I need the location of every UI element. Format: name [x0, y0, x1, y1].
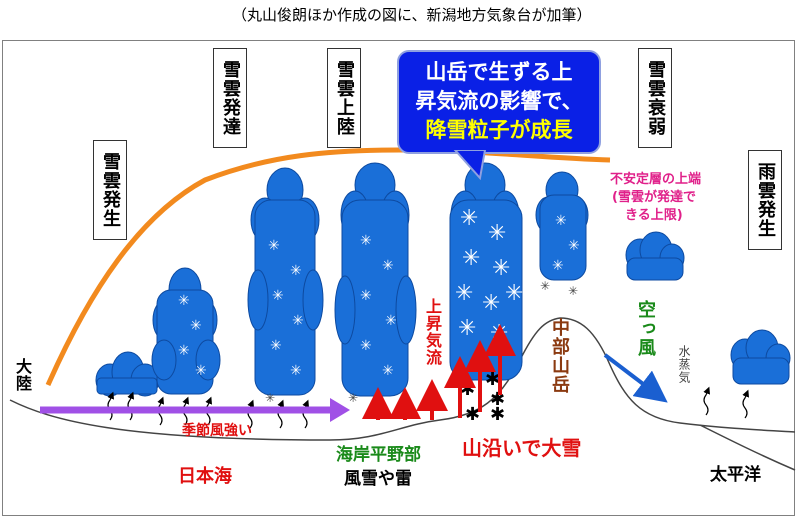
svg-text:✱: ✱: [460, 379, 475, 400]
svg-text:✳: ✳: [270, 338, 282, 354]
seabed-line: [699, 424, 796, 471]
updraft-arrows: [362, 324, 516, 420]
svg-text:✳: ✳: [348, 391, 358, 405]
cloud-tall-5: [449, 162, 523, 381]
cloud-8: [730, 329, 791, 385]
svg-text:✳: ✳: [458, 316, 476, 341]
svg-text:✳: ✳: [482, 291, 500, 316]
svg-text:✳: ✳: [385, 313, 397, 329]
unstable-layer-title: 不安定層の上端: [610, 172, 702, 187]
unstable-layer-note-2: きる上限): [625, 208, 683, 223]
sea-of-japan-label: 日本海: [178, 466, 232, 487]
updraft-label: 上昇気流: [423, 298, 442, 366]
callout-line-2: 昇気流の影響で、: [415, 89, 583, 113]
coastal-plain-label: 海岸平野部: [336, 445, 421, 465]
svg-text:✳: ✳: [190, 318, 202, 334]
continent-label: 大陸: [13, 358, 32, 392]
dry-wind-label: 空っ風: [635, 300, 656, 357]
svg-text:✳: ✳: [272, 288, 284, 304]
svg-text:✳: ✳: [360, 338, 372, 354]
svg-text:✳: ✳: [488, 221, 506, 246]
stage-label-s1: 雪雲発生: [93, 140, 127, 240]
dry-wind-arrow: [603, 353, 668, 403]
svg-text:✳: ✳: [178, 293, 190, 309]
svg-text:✳: ✳: [455, 281, 473, 306]
stage-label-s5: 雨雲発生: [748, 150, 782, 250]
cloud-7: [625, 231, 685, 281]
stage-label-s4: 雪雲衰弱: [638, 48, 672, 148]
cloud-tall-3: [247, 167, 324, 396]
svg-text:✱: ✱: [485, 369, 500, 390]
mountains-label: 中部山岳: [549, 318, 570, 394]
svg-text:✳: ✳: [505, 281, 523, 306]
callout-pointer: [453, 150, 487, 180]
cloud-medium-2: [151, 267, 221, 395]
svg-text:✱: ✱: [490, 404, 505, 425]
unstable-layer-note-1: (雪雲が発達で: [612, 190, 696, 205]
pacific-label: 太平洋: [710, 465, 761, 485]
svg-text:✳: ✳: [382, 258, 394, 274]
svg-text:✳: ✳: [568, 284, 578, 298]
vapor-label: 水蒸気: [677, 345, 691, 384]
cloud-6: [535, 171, 589, 281]
cloud-tall-4: [334, 162, 417, 397]
mountain-snow-label: 山沿いで大雪: [462, 436, 582, 460]
svg-text:✱: ✱: [465, 404, 480, 425]
svg-text:✳: ✳: [460, 206, 478, 231]
callout-line-1: 山岳で生ずる上: [425, 60, 573, 84]
callout-line-3: 降雪粒子が成長: [425, 118, 573, 142]
figure-caption: （丸山俊朗ほか作成の図に、新潟地方気象台が加筆）: [232, 6, 592, 24]
svg-text:✳: ✳: [540, 279, 550, 293]
svg-text:✳: ✳: [555, 213, 567, 229]
stage-label-s3: 雪雲上陸: [327, 48, 361, 148]
svg-text:✳: ✳: [360, 288, 372, 304]
svg-text:✳: ✳: [462, 246, 480, 271]
diagram-frame: [2, 40, 795, 516]
svg-text:✳: ✳: [292, 313, 304, 329]
stage-label-s2: 雪雲発達: [213, 48, 247, 148]
svg-text:✳: ✳: [195, 363, 207, 379]
svg-text:✳: ✳: [360, 233, 372, 249]
svg-text:✳: ✳: [268, 238, 280, 254]
svg-text:✳: ✳: [290, 363, 302, 379]
svg-text:✳: ✳: [492, 256, 510, 281]
svg-text:✳: ✳: [568, 238, 580, 254]
svg-text:✳: ✳: [178, 343, 190, 359]
svg-text:✳: ✳: [265, 391, 275, 405]
callout-box: 山岳で生ずる上 昇気流の影響で、 降雪粒子が成長: [397, 50, 601, 154]
svg-text:✳: ✳: [382, 363, 394, 379]
coastal-weather-label: 風雪や雷: [344, 469, 412, 489]
monsoon-label: 季節風強い: [182, 423, 252, 439]
snowflake-icons: ✳✳✳✳ ✳✳✳✳✳✳ ✳✳✳✳✳✳ ✳✳✳: [178, 213, 580, 379]
svg-text:✳: ✳: [552, 258, 564, 274]
cloud-small-1: [95, 351, 160, 397]
svg-text:✳: ✳: [290, 263, 302, 279]
